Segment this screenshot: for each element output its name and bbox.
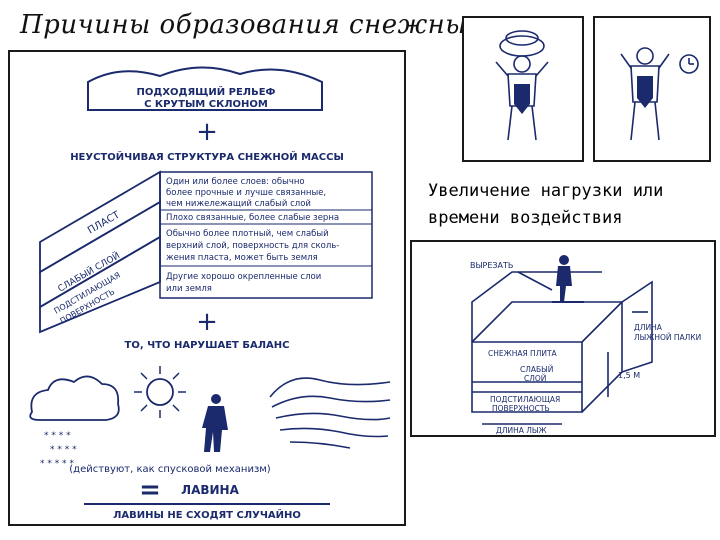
desc-surface-1: Обычно более плотный, чем слабый (166, 229, 329, 239)
label-snow-slab: СНЕЖНАЯ ПЛИТА (488, 349, 558, 358)
label-ski-length: ДЛИНА ЛЫЖ (496, 426, 547, 435)
skier-silhouette-icon (202, 394, 228, 452)
desc-ground-1: Другие хорошо окрепленные слои (166, 272, 321, 282)
desc-surface-2: верхний слой, поверхность для сколь- (166, 241, 339, 251)
figure-heavy-backpack (462, 16, 584, 162)
layer-description-table (159, 171, 373, 299)
desc-surface-3: жения пласта, может быть земля (166, 253, 318, 263)
desc-slab-1: Один или более слоев: обычно (166, 177, 305, 187)
clock-icon (679, 54, 699, 74)
header-line-1: ПОДХОДЯЩИЙ РЕЛЬЕФ (137, 85, 276, 98)
avalanche-label: ЛАВИНА (181, 483, 239, 497)
desc-weak: Плохо связанные, более слабые зерна (166, 213, 339, 223)
skier-icon (556, 255, 572, 302)
label-ski-pole-1: ДЛИНА (634, 323, 663, 332)
label-surface-1: ПОДСТИЛАЮЩАЯ (490, 395, 560, 404)
plus-sign-1: + (196, 117, 218, 147)
header-line-2: С КРУТЫМ СКЛОНОМ (144, 99, 268, 110)
balance-heading: ТО, ЧТО НАРУШАЕТ БАЛАНС (125, 340, 290, 351)
mountain-outline (87, 66, 323, 111)
label-height: 1,5 М (618, 371, 640, 380)
slab-test-illustration: ВЫРЕЗАТЬ ДЛИНА ЛЫЖНОЙ ПАЛКИ СНЕЖНАЯ ПЛИТ… (470, 255, 701, 435)
avalanche-causes-poster: ПОДХОДЯЩИЙ РЕЛЬЕФ С КРУТЫМ СКЛОНОМ + НЕУ… (8, 50, 406, 526)
person-clock-illustration (620, 47, 699, 141)
plus-sign-2: + (196, 307, 218, 337)
desc-ground-2: или земля (166, 284, 212, 294)
sun-icon (134, 366, 186, 418)
wind-icon (269, 377, 391, 449)
snow-cloud-icon: * * * * * * * * * * * * * (29, 375, 120, 469)
svg-text:* * * *: * * * * (44, 431, 71, 441)
svg-text:* * * * *: * * * * * (40, 459, 74, 469)
layer-label-plast: ПЛАСТ (86, 209, 123, 236)
figure-time-loading (593, 16, 711, 162)
desc-slab-2: более прочные и лучше связанные, (166, 188, 326, 198)
poster-illustration: ПОДХОДЯЩИЙ РЕЛЬЕФ С КРУТЫМ СКЛОНОМ + НЕУ… (29, 66, 391, 521)
unstable-structure-heading: НЕУСТОЙЧИВАЯ СТРУКТУРА СНЕЖНОЙ МАССЫ (70, 150, 344, 163)
label-cut: ВЫРЕЗАТЬ (470, 261, 513, 270)
slab-test-diagram: ВЫРЕЗАТЬ ДЛИНА ЛЫЖНОЙ ПАЛКИ СНЕЖНАЯ ПЛИТ… (410, 240, 716, 437)
equals-sign: = (139, 475, 161, 505)
trigger-note: (действуют, как спусковой механизм) (69, 464, 271, 475)
caption: Увеличение нагрузки или времени воздейст… (428, 181, 664, 228)
not-random-note: ЛАВИНЫ НЕ СХОДЯТ СЛУЧАЙНО (113, 508, 301, 521)
weak-layer (39, 200, 161, 309)
label-surface-2: ПОВЕРХНОСТЬ (492, 404, 550, 413)
label-weak-1: СЛАБЫЙ (520, 365, 553, 374)
label-weak-2: СЛОЙ (524, 374, 546, 383)
desc-slab-3: чем нижележащий слабый слой (166, 199, 311, 209)
label-ski-pole-2: ЛЫЖНОЙ ПАЛКИ (634, 333, 701, 342)
svg-text:* * * *: * * * * (50, 445, 77, 455)
person-backpack-illustration (495, 30, 549, 141)
